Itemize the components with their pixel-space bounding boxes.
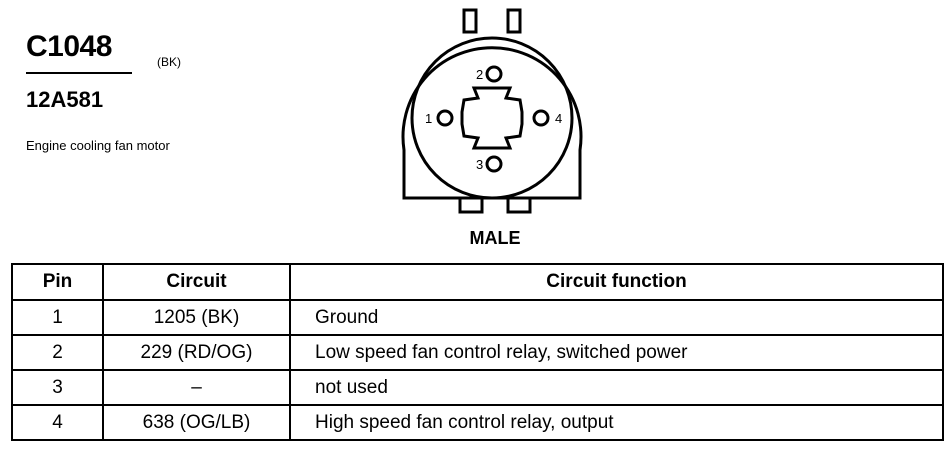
connector-face bbox=[410, 36, 574, 200]
center-key bbox=[460, 86, 524, 150]
cell-pin: 3 bbox=[11, 369, 104, 406]
connector-face-diagram: 2 1 4 3 bbox=[401, 8, 583, 214]
cell-pin: 4 bbox=[11, 404, 104, 441]
connector-id: C1048 bbox=[26, 30, 112, 63]
connector-housing bbox=[401, 46, 583, 200]
connector-description: Engine cooling fan motor bbox=[26, 138, 170, 153]
header-circuit-function: Circuit function bbox=[289, 263, 944, 301]
top-terminal-left bbox=[462, 8, 478, 34]
pin-label-2: 2 bbox=[476, 67, 483, 82]
pin-label-1: 1 bbox=[425, 111, 432, 126]
cell-circuit: 1205 (BK) bbox=[102, 299, 291, 336]
cell-circuit: 638 (OG/LB) bbox=[102, 404, 291, 441]
table-header-row: Pin Circuit Circuit function bbox=[11, 263, 944, 301]
header-pin: Pin bbox=[11, 263, 104, 301]
cell-circuit: – bbox=[102, 369, 291, 406]
bottom-terminal-left bbox=[458, 196, 484, 214]
table-row: 1 1205 (BK) Ground bbox=[11, 299, 944, 336]
table-row: 4 638 (OG/LB) High speed fan control rel… bbox=[11, 404, 944, 441]
top-terminal-right bbox=[506, 8, 522, 34]
header-underline bbox=[26, 72, 132, 74]
cell-function: High speed fan control relay, output bbox=[289, 404, 944, 441]
pin-hole-4 bbox=[532, 109, 550, 127]
pin-hole-1 bbox=[436, 109, 454, 127]
table-row: 3 – not used bbox=[11, 369, 944, 406]
cell-circuit: 229 (RD/OG) bbox=[102, 334, 291, 371]
cell-function: Ground bbox=[289, 299, 944, 336]
part-number: 12A581 bbox=[26, 87, 104, 112]
cell-function: not used bbox=[289, 369, 944, 406]
header-circuit: Circuit bbox=[102, 263, 291, 301]
pin-label-3: 3 bbox=[476, 157, 483, 172]
connector-color: (BK) bbox=[157, 55, 181, 69]
bottom-terminal-right bbox=[506, 196, 532, 214]
cell-pin: 1 bbox=[11, 299, 104, 336]
pin-label-4: 4 bbox=[555, 111, 562, 126]
pin-hole-3 bbox=[485, 155, 503, 173]
gender-label: MALE bbox=[469, 228, 521, 248]
table-row: 2 229 (RD/OG) Low speed fan control rela… bbox=[11, 334, 944, 371]
cell-function: Low speed fan control relay, switched po… bbox=[289, 334, 944, 371]
pinout-table: Pin Circuit Circuit function 1 1205 (BK)… bbox=[11, 263, 944, 441]
pin-hole-2 bbox=[485, 65, 503, 83]
cell-pin: 2 bbox=[11, 334, 104, 371]
